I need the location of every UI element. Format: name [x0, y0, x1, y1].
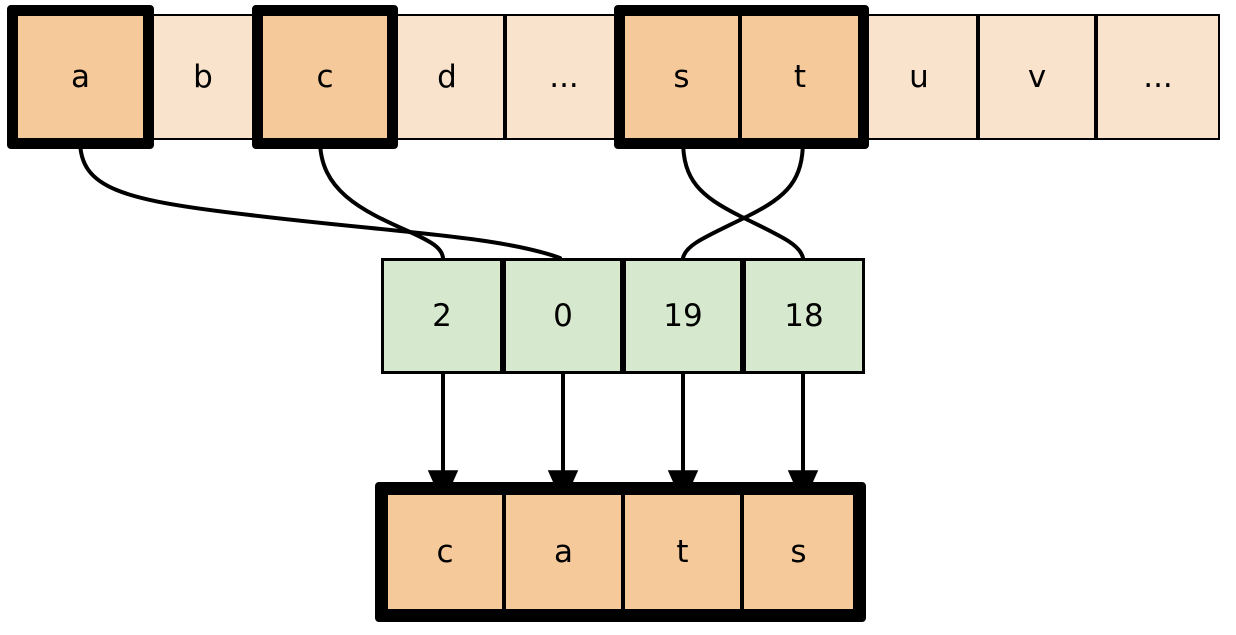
- vocab-cell-label: ...: [1143, 58, 1173, 95]
- index-cell-value: 0: [553, 297, 573, 334]
- index-cell-value: 19: [663, 297, 703, 334]
- vocab-cell-label: a: [71, 58, 90, 95]
- vocab-cell-label: c: [316, 58, 334, 95]
- vocab-cell-label: b: [193, 58, 213, 95]
- vocab-cell-4[interactable]: ...: [505, 14, 623, 140]
- arrow-group: [427, 374, 819, 505]
- index-cell-3[interactable]: 18: [743, 258, 865, 374]
- vocab-cell-9[interactable]: ...: [1096, 14, 1220, 140]
- vocab-cell-0[interactable]: a: [16, 14, 145, 140]
- vocab-cell-2[interactable]: c: [261, 14, 389, 140]
- index-cell-0[interactable]: 2: [381, 258, 503, 374]
- vocab-cell-label: t: [793, 58, 807, 95]
- vocab-cell-label: v: [1027, 58, 1047, 95]
- word-cell-label: a: [554, 533, 573, 570]
- vocab-cell-label: s: [673, 58, 690, 95]
- vocab-cell-1[interactable]: b: [145, 14, 261, 140]
- vocab-cell-5[interactable]: s: [623, 14, 740, 140]
- vocab-cell-label: ...: [549, 58, 579, 95]
- vocab-cell-label: d: [437, 58, 457, 95]
- word-cell-2[interactable]: t: [623, 493, 742, 611]
- vocab-cell-8[interactable]: v: [978, 14, 1096, 140]
- vocab-cell-3[interactable]: d: [389, 14, 505, 140]
- word-cell-0[interactable]: c: [386, 493, 504, 611]
- index-cell-1[interactable]: 0: [503, 258, 623, 374]
- word-cell-label: c: [436, 533, 454, 570]
- index-cell-value: 2: [432, 297, 452, 334]
- index-cell-value: 18: [784, 297, 824, 334]
- vocab-cell-7[interactable]: u: [860, 14, 978, 140]
- word-cell-label: s: [790, 533, 807, 570]
- word-cell-label: t: [676, 533, 689, 570]
- vocabulary-strip: a b c d... s t u v...: [0, 0, 1236, 160]
- vocab-cell-label: u: [909, 58, 929, 95]
- word-cell-1[interactable]: a: [504, 493, 623, 611]
- vocab-cell-6[interactable]: t: [740, 14, 860, 140]
- word-cell-3[interactable]: s: [742, 493, 855, 611]
- index-cell-2[interactable]: 19: [623, 258, 743, 374]
